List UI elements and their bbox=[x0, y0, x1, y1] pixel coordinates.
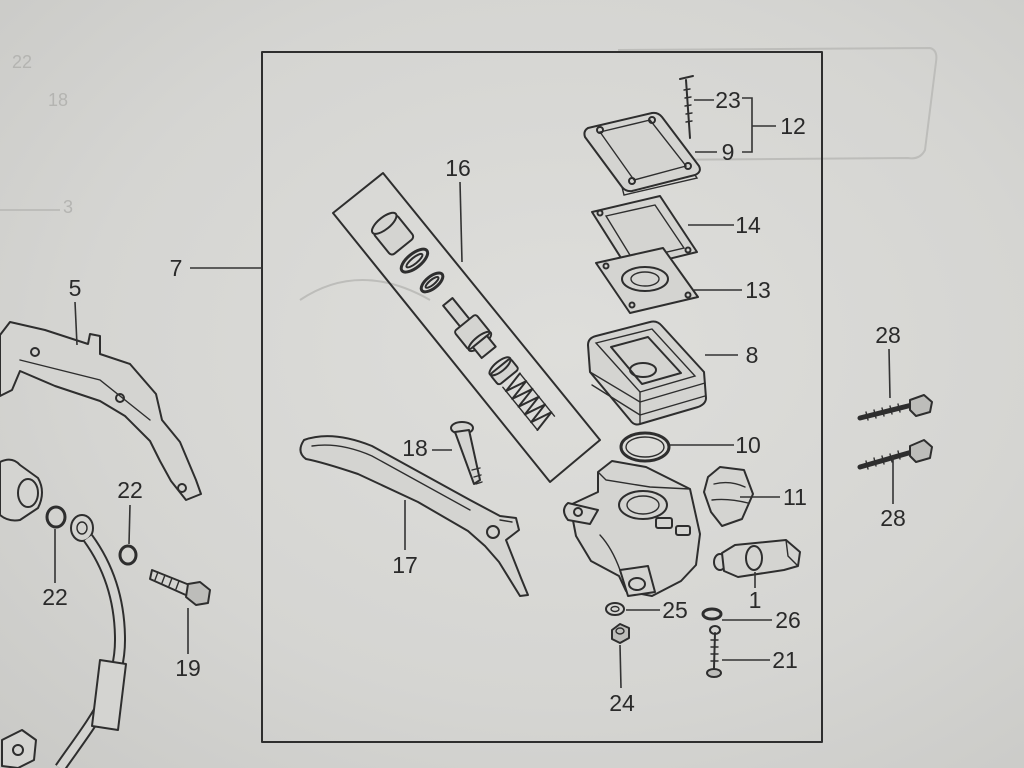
leader-line-22-upper bbox=[128, 504, 131, 545]
part-19-banjo-bolt bbox=[149, 569, 211, 606]
faint-curve bbox=[299, 279, 431, 301]
callout-label-24: 24 bbox=[609, 690, 635, 716]
part-9-reservoir-cap bbox=[583, 111, 701, 196]
callout-label-7: 7 bbox=[170, 255, 183, 281]
callout-label-25: 25 bbox=[662, 597, 688, 623]
part-5-bracket bbox=[0, 321, 202, 501]
left-fitting bbox=[0, 458, 43, 522]
callout-label-5: 5 bbox=[69, 275, 82, 301]
leader-line-5 bbox=[74, 301, 78, 346]
part-22-washer-lower bbox=[45, 505, 67, 529]
part-17-brake-lever bbox=[299, 435, 529, 597]
part-8-reservoir bbox=[587, 320, 707, 426]
part-28-mounting-bolt-lower bbox=[857, 439, 933, 470]
leader-line-16 bbox=[459, 181, 463, 263]
callout-label-17: 17 bbox=[392, 552, 418, 578]
callout-label-16: 16 bbox=[445, 155, 471, 181]
faint-box bbox=[617, 46, 938, 161]
part-24-nut bbox=[611, 623, 630, 644]
bleed-text-3: 3 bbox=[63, 197, 73, 217]
part-16-piston-kit bbox=[332, 172, 601, 483]
callout-label-10: 10 bbox=[735, 432, 761, 458]
callout-label-13: 13 bbox=[745, 277, 771, 303]
master-cylinder-body bbox=[563, 460, 701, 597]
assembly-frame bbox=[261, 51, 823, 743]
leader-lines bbox=[54, 97, 894, 689]
brake-hose bbox=[55, 514, 127, 768]
bracket-12 bbox=[742, 97, 776, 153]
part-1-brake-switch bbox=[713, 539, 801, 578]
leader-line-28-upper bbox=[888, 348, 891, 399]
part-13-diaphragm bbox=[595, 247, 699, 314]
callout-label-1: 1 bbox=[749, 587, 762, 613]
callout-label-8: 8 bbox=[746, 342, 759, 368]
callout-label-22-upper: 22 bbox=[117, 477, 143, 503]
callout-label-11: 11 bbox=[783, 484, 807, 510]
callout-label-18: 18 bbox=[402, 435, 428, 461]
part-23-screw bbox=[679, 75, 694, 139]
part-26-clip bbox=[701, 607, 723, 621]
bottom-left-fitting bbox=[1, 729, 37, 768]
callout-label-28-lower: 28 bbox=[880, 505, 906, 531]
part-18-pivot-bolt bbox=[450, 421, 483, 485]
callout-labels: 23 12 9 16 14 7 5 13 28 8 18 10 11 22 28… bbox=[42, 87, 906, 716]
callout-label-28-upper: 28 bbox=[875, 322, 901, 348]
callout-label-26: 26 bbox=[775, 607, 801, 633]
callout-label-9: 9 bbox=[722, 139, 735, 165]
callout-label-14: 14 bbox=[735, 212, 761, 238]
callout-label-12: 12 bbox=[780, 113, 806, 139]
part-14-diaphragm-plate bbox=[591, 195, 698, 270]
leader-line-24 bbox=[619, 644, 622, 689]
callout-label-21: 21 bbox=[772, 647, 798, 673]
part-10-o-ring bbox=[619, 431, 671, 463]
part-28-mounting-bolt-upper bbox=[857, 394, 933, 421]
part-22-washer-upper bbox=[118, 544, 138, 566]
bleed-text-18: 18 bbox=[48, 90, 68, 110]
part-25-washer bbox=[605, 602, 625, 616]
callout-label-22-lower: 22 bbox=[42, 584, 68, 610]
part-11-boot bbox=[703, 466, 754, 527]
bleed-through-artwork: 22 18 3 bbox=[0, 46, 938, 301]
bleed-text-22: 22 bbox=[12, 52, 32, 72]
callout-label-23: 23 bbox=[715, 87, 741, 113]
callout-label-19: 19 bbox=[175, 655, 201, 681]
part-21-screw bbox=[706, 625, 722, 678]
